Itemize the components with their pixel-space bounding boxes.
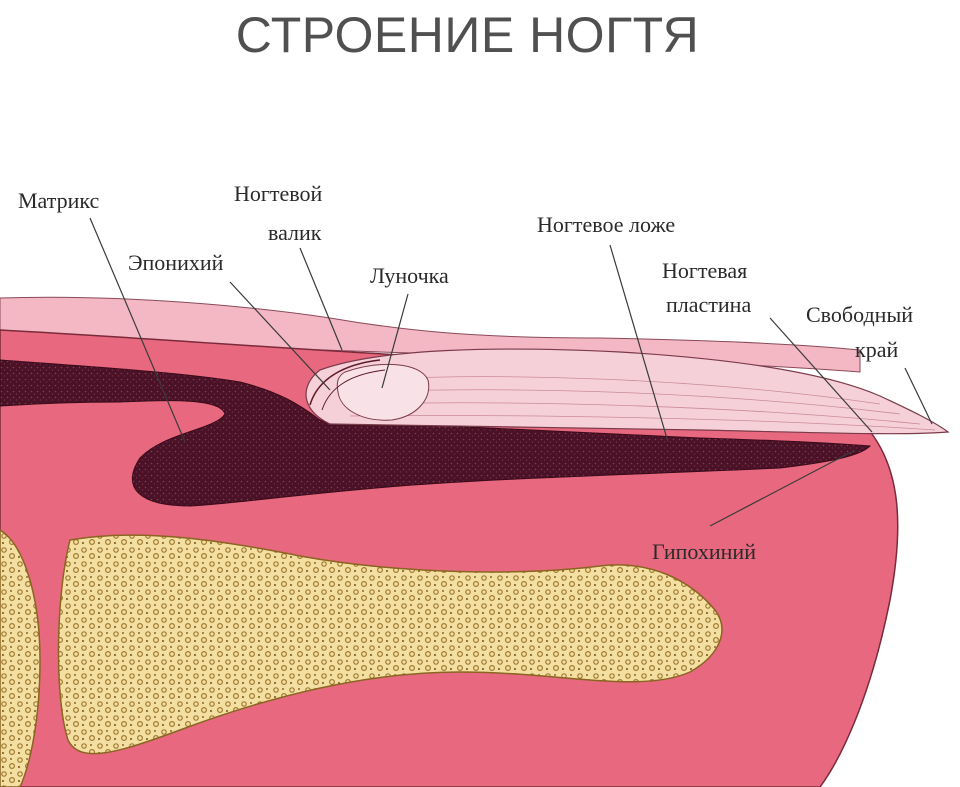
label-nail-bed: Ногтевое ложе — [537, 212, 675, 237]
lunula-leader — [381, 293, 409, 389]
lunula — [336, 363, 430, 421]
label-nail-plate-1: Ногтевая — [662, 258, 747, 283]
matrix-leader — [89, 217, 186, 443]
label-nail-fold-2: валик — [268, 220, 322, 245]
label-nail-fold-1: Ногтевой — [234, 181, 323, 206]
label-free-edge-2: край — [855, 337, 898, 362]
nail-plate — [305, 348, 950, 435]
distal-phalanx-bone — [57, 534, 723, 755]
middle-phalanx-bone — [0, 529, 41, 787]
label-lunula: Луночка — [370, 263, 449, 288]
nail-plate-leader — [769, 317, 873, 433]
hyponychium-leader — [709, 449, 856, 527]
eponychium-leader — [229, 281, 331, 391]
label-hyponychium: Гипохиний — [652, 539, 756, 564]
free-edge-leader — [904, 367, 933, 425]
matrix-and-bed — [0, 359, 872, 507]
nail-bed-leader — [609, 244, 669, 443]
label-free-edge-1: Свободный — [806, 302, 913, 327]
eponychium-fold-inner — [321, 369, 386, 411]
nail-fold-leader — [299, 247, 343, 351]
page-title: СТРОЕНИЕ НОГТЯ — [235, 7, 700, 63]
label-matrix: Матрикс — [18, 188, 100, 213]
label-nail-plate-2: пластина — [666, 292, 751, 317]
label-eponychium: Эпонихий — [128, 250, 224, 275]
eponychium-fold — [309, 359, 381, 406]
